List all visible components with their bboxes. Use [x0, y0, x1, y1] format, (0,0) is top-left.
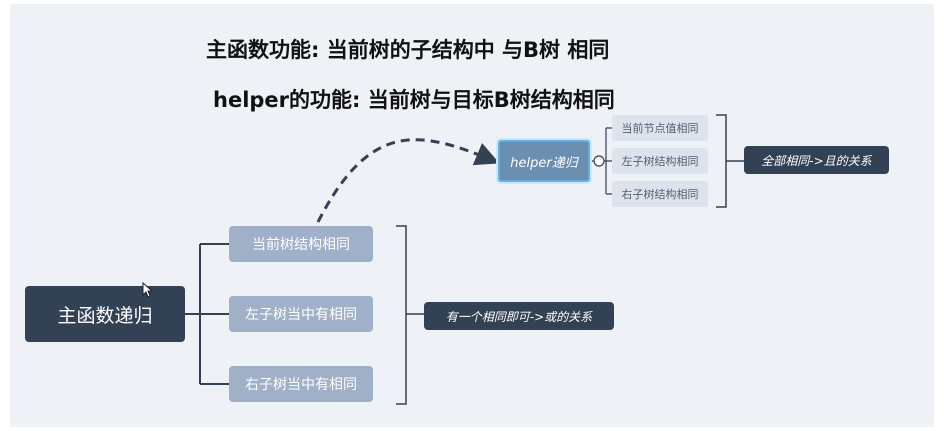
helper-recursion-node[interactable]: helper递归	[498, 140, 590, 182]
leaf-right-subtree-structure-same[interactable]: 右子树结构相同	[612, 181, 708, 207]
leaf-left-subtree-structure-same[interactable]: 左子树结构相同	[612, 148, 708, 174]
mindmap-canvas	[10, 4, 934, 427]
helper-collapse-toggle	[593, 155, 605, 167]
leaf-current-node-value-same[interactable]: 当前节点值相同	[612, 115, 708, 141]
helper-connector	[592, 127, 612, 195]
root-connector	[185, 243, 229, 385]
branch-current-tree-same[interactable]: 当前树结构相同	[229, 226, 373, 262]
branch-left-subtree-has-same[interactable]: 左子树当中有相同	[229, 296, 373, 332]
summary-or-relation[interactable]: 有一个相同即可->或的关系	[424, 302, 614, 330]
helper-call-arrow	[316, 138, 500, 223]
summary-and-relation[interactable]: 全部相同->且的关系	[744, 146, 889, 174]
main-function-heading: 主函数功能: 当前树的子结构中 与B树 相同	[206, 38, 610, 62]
root-node[interactable]: 主函数递归	[25, 286, 185, 342]
main-branches-bracket	[396, 225, 424, 405]
helper-function-heading: helper的功能: 当前树与目标B树结构相同	[213, 88, 615, 112]
mouse-cursor-icon	[142, 282, 154, 298]
helper-leaves-bracket	[716, 114, 744, 208]
branch-right-subtree-has-same[interactable]: 右子树当中有相同	[229, 366, 373, 402]
